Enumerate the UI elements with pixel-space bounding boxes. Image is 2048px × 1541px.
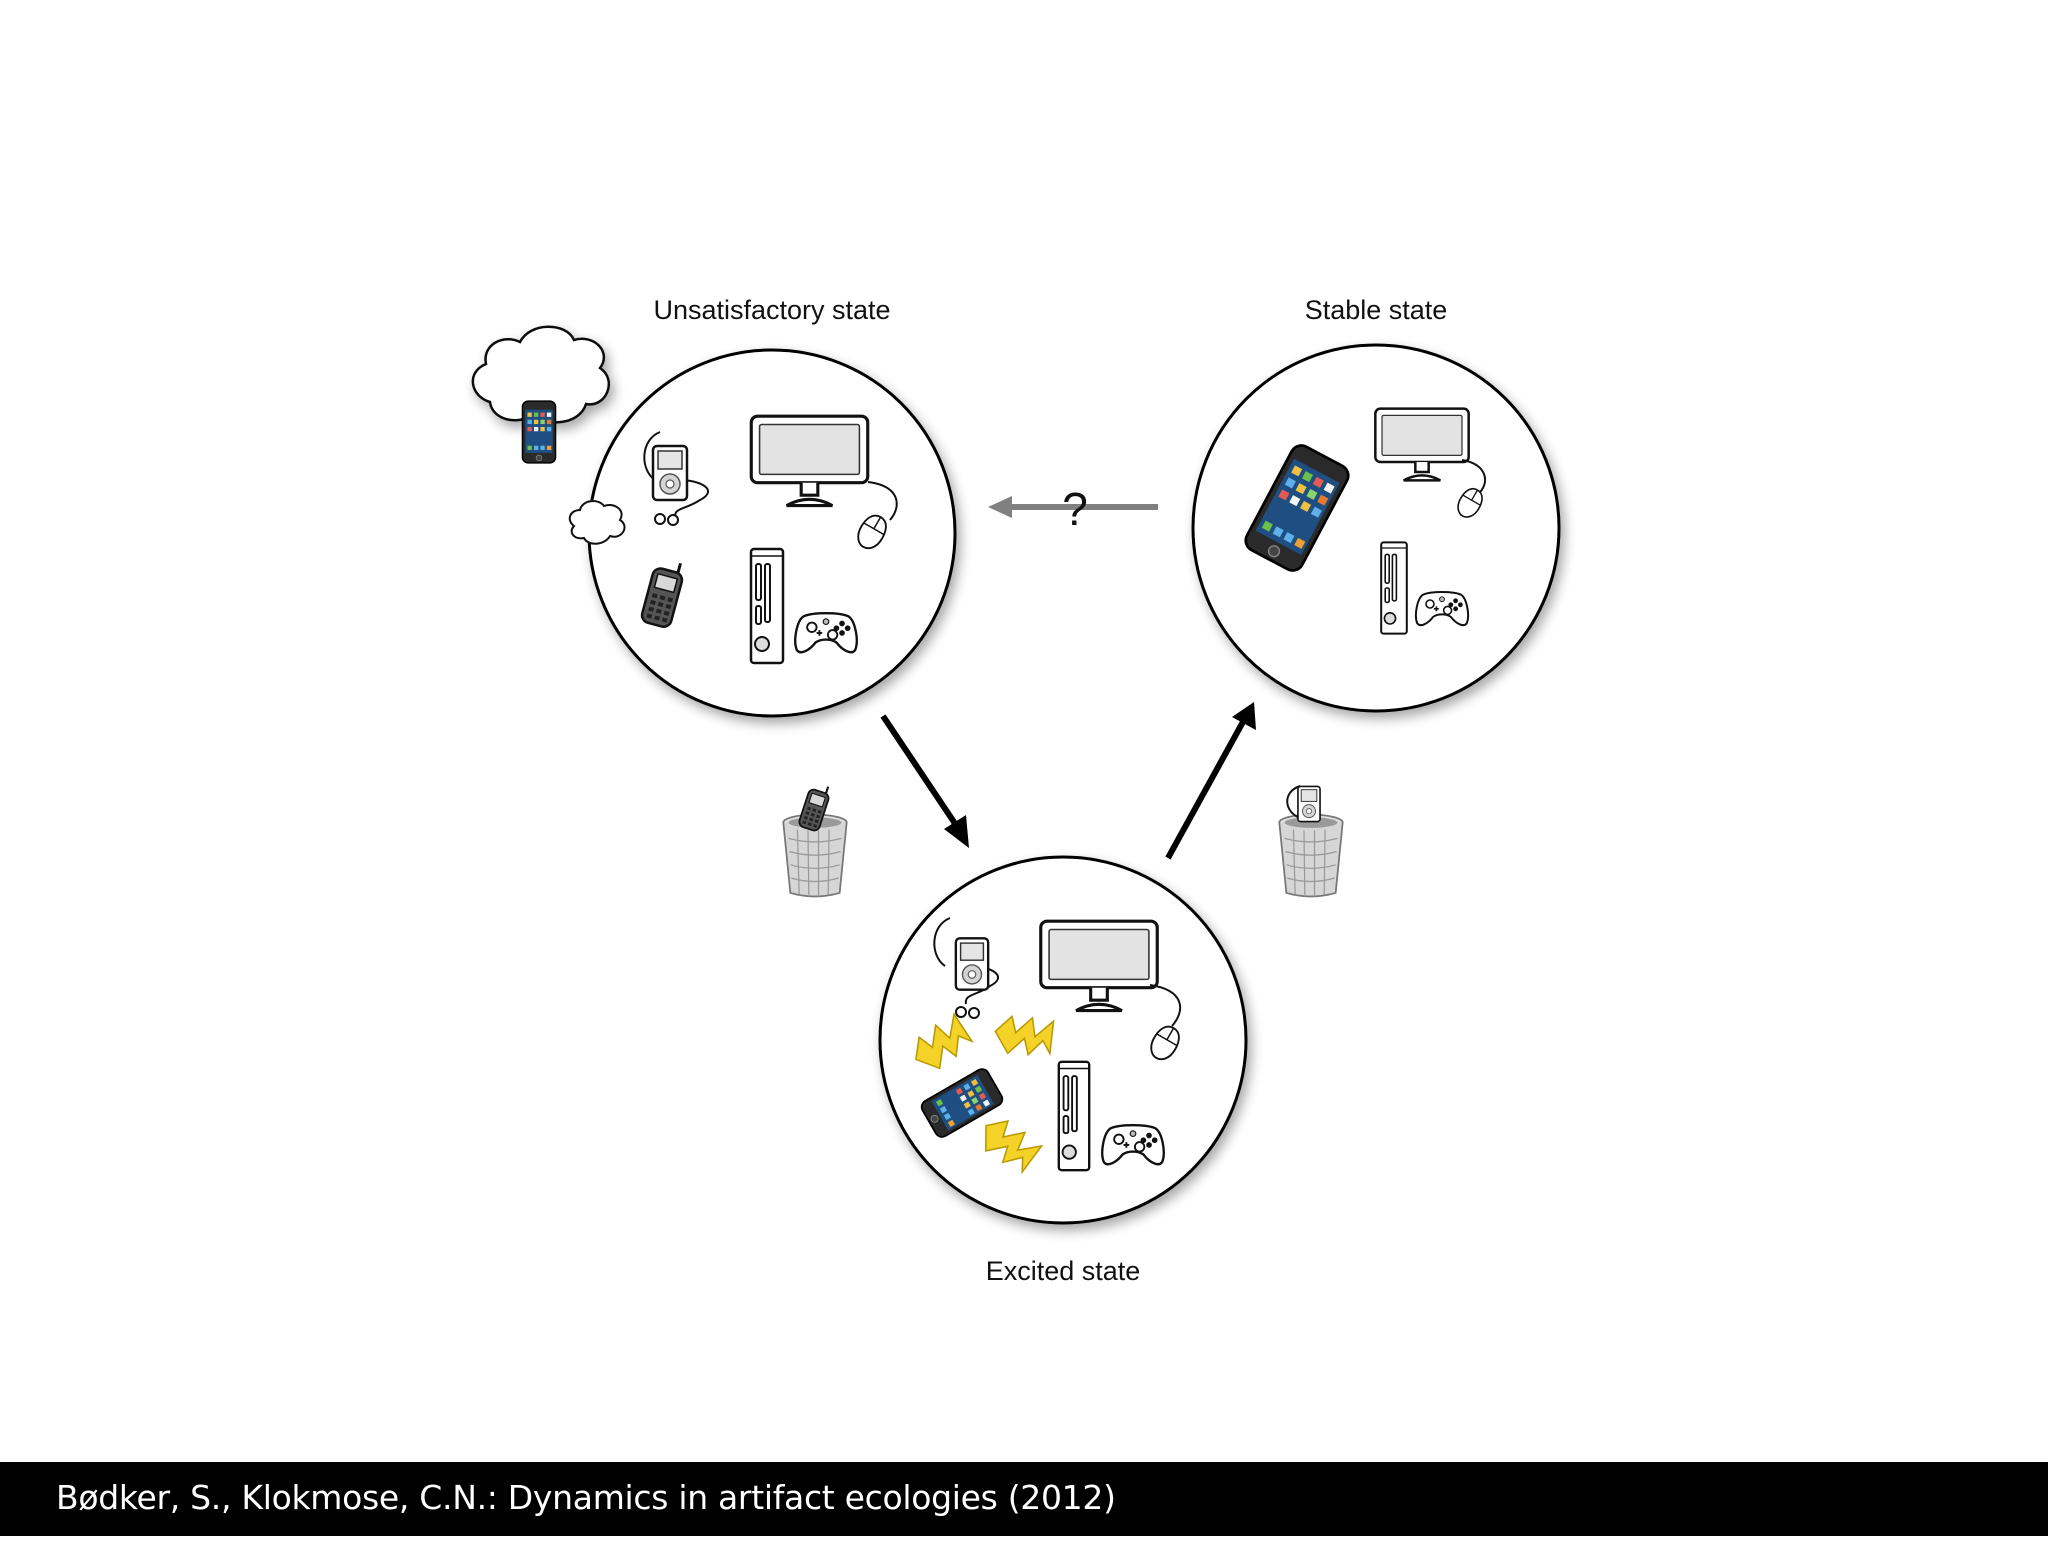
- monitor-icon: [1039, 919, 1182, 1027]
- ipod-icon: [933, 917, 999, 1019]
- game-console-icon: [1380, 541, 1408, 635]
- game-console-icon: [1057, 1060, 1091, 1172]
- ipod-icon: [643, 431, 709, 526]
- excited-state-label: Excited state: [985, 1256, 1141, 1286]
- unsatisfactory-state-label: Unsatisfactory state: [653, 295, 891, 325]
- trash-can-mobile-phone-icon: [782, 780, 848, 898]
- arrow-excited-to-stable: [1165, 702, 1256, 860]
- game-console-icon: [749, 547, 785, 665]
- transition-question-mark: ?: [1062, 483, 1088, 535]
- monitor-icon: [1374, 407, 1487, 495]
- trash-can-ipod-icon: [1278, 785, 1344, 898]
- citation-footer: Bødker, S., Klokmose, C.N.: Dynamics in …: [0, 1462, 2048, 1536]
- stable-state-node: [1191, 343, 1561, 713]
- citation-text: Bødker, S., Klokmose, C.N.: Dynamics in …: [56, 1478, 1116, 1517]
- arrow-stable-to-unsatisfactory: [988, 496, 1158, 518]
- monitor-icon: [749, 414, 898, 521]
- arrow-unsatisfactory-to-excited: [880, 714, 969, 848]
- thought-cloud-smartphone-icon: [471, 325, 626, 545]
- stable-state-label: Stable state: [1304, 295, 1448, 325]
